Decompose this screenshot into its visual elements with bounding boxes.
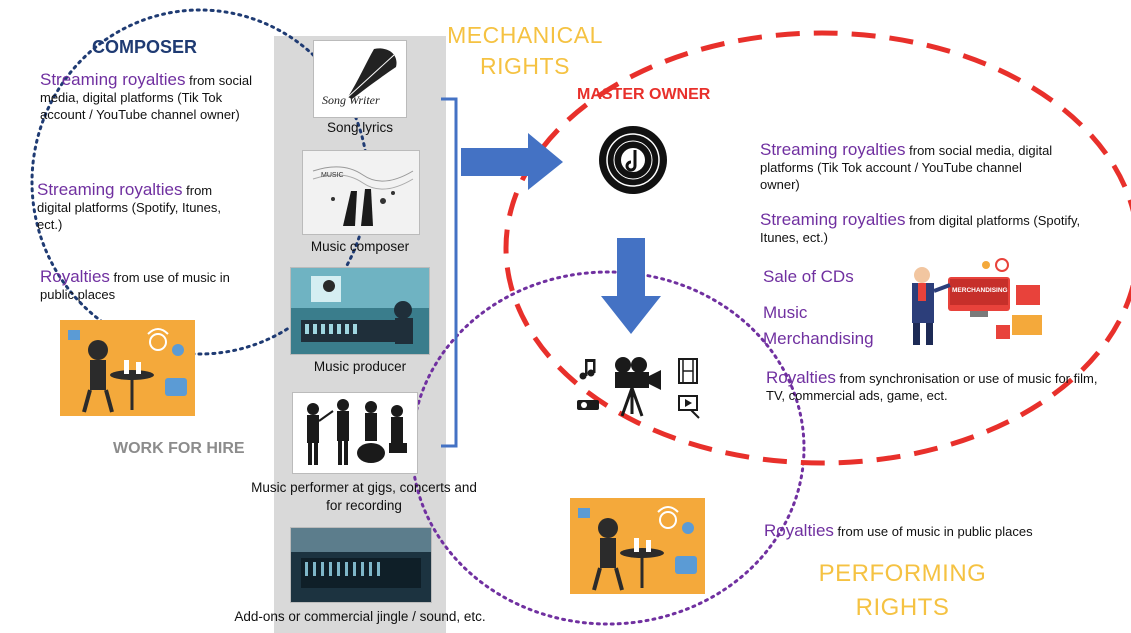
music-performer-image — [292, 392, 418, 474]
music-producer-image — [290, 267, 430, 355]
film-strip-icon — [678, 358, 698, 384]
composer-hands-icon: MUSIC — [303, 151, 419, 234]
composer-streaming-social-highlight: Streaming royalties — [40, 70, 186, 89]
merchandising-scene-icon — [900, 255, 1046, 349]
cafe-illustration-right — [570, 498, 705, 594]
merchandising-banner-text: MERCHANDISING — [952, 287, 1008, 294]
master-streaming-social: Streaming royalties from social media, d… — [760, 141, 1060, 193]
composer-streaming-platforms-text: from digital platforms (Spotify, Itunes,… — [37, 183, 222, 232]
mechanical-rights-title: MECHANICAL RIGHTS — [440, 20, 610, 82]
mechanical-rights-line1: MECHANICAL — [447, 22, 603, 48]
composer-streaming-platforms-highlight: Streaming royalties — [37, 180, 183, 199]
master-streaming-social-text: from social media, digital platforms (Ti… — [760, 143, 1053, 192]
producer-studio-icon — [291, 268, 429, 354]
video-player-icon — [678, 395, 700, 419]
master-streaming-social-highlight: Streaming royalties — [760, 140, 906, 159]
performing-rights-line1: PERFORMING — [818, 560, 987, 587]
vinyl-record-icon — [599, 126, 667, 194]
performing-rights-line2: RIGHTS — [855, 594, 950, 621]
master-sync-royalties-text: from synchronisation or use of music for… — [766, 371, 1098, 403]
music-note-icon — [579, 359, 596, 380]
composer-title: COMPOSER — [92, 37, 198, 57]
song-lyrics-caption: Song lyrics — [326, 120, 394, 135]
arrow-to-sync — [601, 238, 661, 334]
mechanical-rights-line2: RIGHTS — [480, 53, 570, 79]
projector-icon — [577, 400, 599, 410]
composer-streaming-social-text: from social media, digital platforms (Ti… — [40, 73, 252, 122]
music-composer-caption: Music composer — [310, 239, 410, 254]
composer-streaming-platforms: Streaming royalties from digital platfor… — [37, 181, 249, 233]
feather-quill-icon — [314, 41, 406, 117]
cafe-illustration-left — [60, 320, 195, 416]
master-owner-title: MASTER OWNER — [577, 86, 711, 103]
performing-public-places-highlight: Royalties — [764, 521, 834, 540]
songwriter-image: Song Writer — [313, 40, 407, 118]
music-merchandising: Music Merchandising — [763, 303, 874, 348]
svg-text:MUSIC: MUSIC — [321, 172, 344, 179]
jazz-band-icon — [293, 393, 417, 473]
master-streaming-platforms-highlight: Streaming royalties — [760, 210, 906, 229]
master-sync-royalties: Royalties from synchronisation or use of… — [766, 369, 1116, 404]
music-composer-image: MUSIC — [302, 150, 420, 235]
performing-public-places-text: from use of music in public places — [833, 524, 1033, 539]
add-ons-image — [290, 527, 432, 603]
performing-rights-title: PERFORMING RIGHTS — [815, 557, 990, 625]
sync-media-icons — [577, 357, 700, 419]
sale-of-cds: Sale of CDs — [763, 267, 854, 286]
composer-public-places-highlight: Royalties — [40, 267, 110, 286]
songwriter-logo-text: Song Writer — [322, 93, 380, 107]
composer-public-places-text: from use of music in public places — [40, 270, 230, 302]
performing-public-places: Royalties from use of music in public pl… — [764, 522, 1104, 540]
composer-public-places: Royalties from use of music in public pl… — [40, 268, 250, 303]
movie-camera-icon — [615, 357, 661, 417]
music-producer-caption: Music producer — [313, 359, 407, 374]
mixing-desk-icon — [291, 528, 431, 602]
master-streaming-platforms: Streaming royalties from digital platfor… — [760, 211, 1090, 246]
music-performer-caption: Music performer at gigs, concerts and fo… — [251, 480, 477, 513]
work-for-hire-label: WORK FOR HIRE — [113, 440, 245, 457]
master-sync-royalties-highlight: Royalties — [766, 368, 836, 387]
composer-streaming-social: Streaming royalties from social media, d… — [40, 71, 262, 123]
add-ons-caption: Add-ons or commercial jingle / sound, et… — [234, 609, 486, 624]
merchandising-illustration: MERCHANDISING — [900, 255, 1046, 349]
master-streaming-platforms-text: from digital platforms (Spotify, Itunes,… — [760, 213, 1081, 245]
arrow-to-master-owner — [461, 133, 563, 190]
